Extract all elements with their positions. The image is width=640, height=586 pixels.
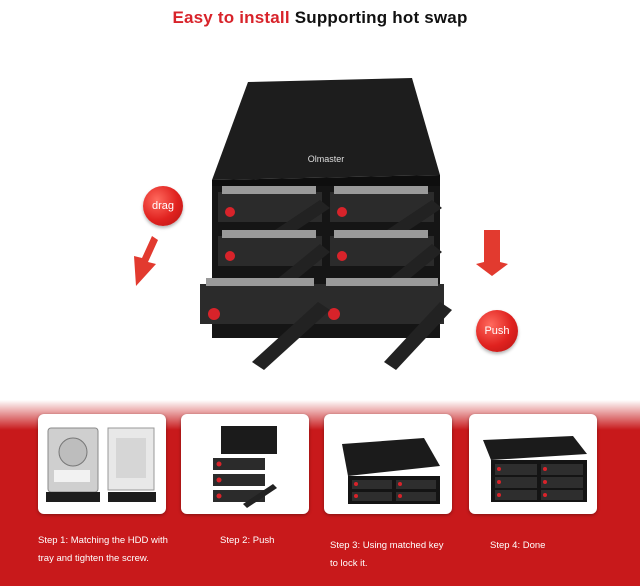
step-3-label: Step 3: Using matched key to lock it. bbox=[330, 540, 444, 569]
push-arrow bbox=[476, 230, 508, 276]
title-rest: Supporting hot swap bbox=[294, 8, 468, 27]
tray-row-2 bbox=[218, 230, 442, 288]
step-2-card bbox=[181, 414, 309, 514]
step-4-image bbox=[483, 436, 587, 502]
drag-badge: drag bbox=[143, 186, 183, 226]
step-4-label: Step 4: Done bbox=[490, 540, 546, 551]
step-3-card bbox=[324, 414, 452, 514]
step-3-image bbox=[342, 438, 440, 504]
step-1-image bbox=[46, 427, 156, 502]
page-title: Easy to install Supporting hot swap bbox=[0, 8, 640, 28]
tray-row-3 bbox=[200, 278, 452, 370]
drag-arrow bbox=[134, 236, 158, 286]
enclosure-top bbox=[212, 78, 440, 180]
enclosure-illustration: Olmaster bbox=[134, 78, 508, 370]
title-highlight: Easy to install bbox=[172, 8, 290, 27]
enclosure-brand: Olmaster bbox=[308, 154, 345, 164]
step-4-card bbox=[469, 414, 597, 514]
push-badge: Push bbox=[476, 310, 518, 352]
step-1-card bbox=[38, 414, 166, 514]
step-2-label: Step 2: Push bbox=[220, 535, 275, 546]
step-1-label: Step 1: Matching the HDD with tray and t… bbox=[38, 535, 168, 564]
step-2-image bbox=[213, 426, 277, 508]
